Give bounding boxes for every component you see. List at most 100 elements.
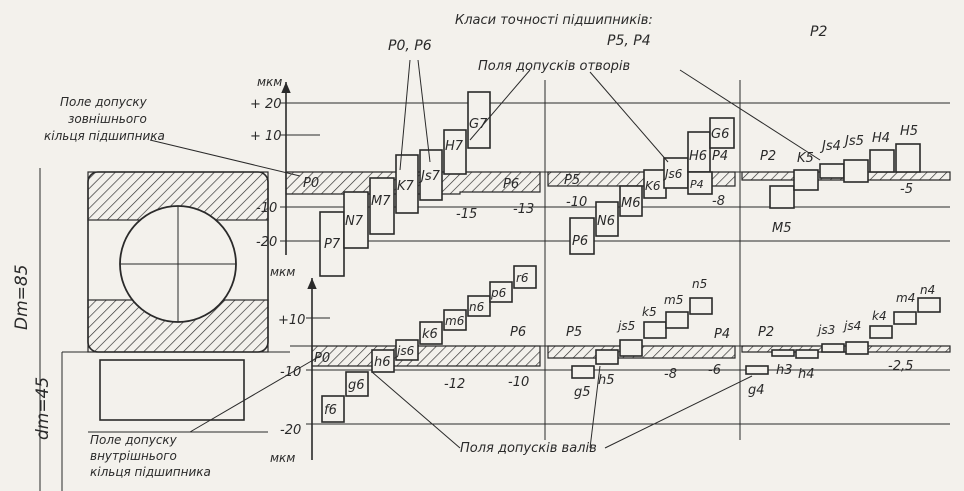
field-K5: [793, 169, 819, 191]
field-P6-label: P6: [572, 234, 588, 249]
inner-diameter-label: dm=45: [33, 377, 53, 440]
outer-ring-callout: Поле допуску зовнішнього кільця підшипни…: [44, 95, 301, 177]
field-g4: [745, 365, 769, 375]
field-Js6-label: Js6: [663, 167, 683, 181]
bearing-outline: [87, 171, 269, 353]
field-P6: [569, 217, 595, 255]
bore-fields: P7 N7 M7 K7 Js7 H7 G7 P6 N6 M6 K6 Js6 H6…: [319, 91, 921, 277]
inner-ring-callout: Поле допуску внутрішнього кільця підшипн…: [90, 355, 321, 479]
shaft-fields: f6 g6 h6 js6 k6 m6 n6 p6 r6 g5 h5 js5 k5…: [321, 265, 941, 423]
field-js3: [821, 343, 845, 353]
field-M7: [369, 177, 395, 235]
field-g6: [345, 371, 369, 397]
upper-dev-5: -5: [900, 182, 913, 197]
field-h6-label: h6: [374, 355, 391, 370]
lower-dev-6: -6: [708, 363, 721, 378]
field-n6-label: n6: [469, 300, 485, 314]
field-K7-label: K7: [397, 179, 415, 194]
lower-ring-p4: P4: [714, 327, 730, 342]
field-Js5: [843, 159, 869, 183]
field-N6-label: N6: [597, 214, 615, 229]
field-h5: [595, 349, 619, 365]
outer-diameter-label: Dm=85: [12, 264, 32, 330]
field-h3: [771, 349, 795, 357]
field-g5: [571, 365, 595, 379]
class-p0-p6: P0, P6: [388, 38, 432, 54]
field-M5: [769, 185, 795, 209]
outer-ring-callout-line3: кільця підшипника: [44, 129, 165, 143]
upper-dev-15: -15: [456, 207, 477, 222]
field-P4-label: P4: [690, 178, 704, 191]
lower-ring-p6: P6: [510, 325, 526, 340]
field-n5: [689, 297, 713, 315]
lower-tick-minus20: -20: [280, 423, 301, 438]
field-js3-label: js3: [816, 323, 835, 337]
field-js6: [395, 339, 419, 361]
field-r6-label: r6: [516, 271, 529, 285]
upper-dev-13: -13: [513, 202, 534, 217]
field-m5: [665, 311, 689, 329]
field-Js4: [819, 163, 845, 179]
upper-dev-8: -8: [712, 194, 725, 209]
lower-ring-p0: P0: [314, 351, 330, 366]
field-Js4-label: Js4: [819, 139, 841, 154]
upper-ring-p4: P4: [712, 149, 728, 164]
class-p2: P2: [810, 24, 827, 40]
outer-ring-callout-line1: Поле допуску: [60, 95, 148, 109]
shaft-fields-label: Поля допусків валів: [460, 441, 597, 456]
lower-dev-2-5: -2,5: [888, 359, 913, 374]
field-Js7-label: Js7: [418, 169, 441, 184]
upper-tick-plus20: + 20: [250, 97, 282, 112]
upper-tick-minus10: -10: [256, 201, 277, 216]
field-H7-label: H7: [445, 139, 464, 154]
field-m4: [893, 311, 917, 325]
field-h3-label: h3: [776, 363, 793, 378]
upper-tick-minus20: -20: [256, 235, 277, 250]
field-p6: [489, 281, 513, 303]
precision-classes-title: Класи точності підшипників:: [455, 13, 653, 28]
upper-ring-p6: P6: [503, 177, 519, 192]
field-g5-label: g5: [574, 385, 591, 400]
field-k6: [419, 321, 443, 345]
field-k6-label: k6: [422, 327, 438, 342]
field-n5-label: n5: [692, 277, 707, 291]
field-js4-label: js4: [842, 319, 861, 333]
field-f6-label: f6: [324, 403, 337, 418]
field-G6: [709, 117, 735, 149]
upper-ring-p5: P5: [564, 173, 580, 188]
lower-dev-8: -8: [664, 367, 677, 382]
outer-ring-callout-line2: зовнішнього: [68, 112, 147, 126]
class-leader-1: [399, 59, 411, 171]
field-n6: [467, 295, 491, 317]
field-m6-label: m6: [445, 314, 465, 328]
field-N7-label: N7: [345, 214, 364, 229]
field-M5-label: M5: [772, 221, 792, 236]
field-js5-label: js5: [616, 319, 635, 333]
lower-scale-unit-top: мкм: [270, 265, 295, 279]
field-g6-label: g6: [348, 378, 365, 393]
field-H6-label: H6: [689, 149, 707, 164]
lower-ring-band: P0 P6 P5 P4 P2 -12 -10 -8 -6 -2,5: [311, 325, 951, 392]
upper-dev-10: -10: [566, 195, 587, 210]
lower-tick-plus10: +10: [278, 313, 305, 328]
field-G7-label: G7: [469, 117, 488, 132]
lower-dev-12: -12: [444, 377, 465, 392]
field-js6-label: js6: [395, 344, 415, 358]
field-M6: [619, 185, 643, 217]
field-H7: [443, 129, 467, 175]
field-m4-label: m4: [896, 291, 915, 305]
field-N6: [595, 201, 619, 237]
field-k5-label: k5: [642, 305, 657, 319]
field-h4: [795, 349, 819, 359]
field-Js7: [419, 149, 443, 201]
field-P4: [687, 171, 713, 195]
upper-scale-unit: мкм: [257, 75, 282, 89]
field-K7: [395, 154, 419, 214]
bore-fields-label: Поля допусків отворів: [478, 59, 630, 74]
field-G7: [467, 91, 491, 149]
field-P7-label: P7: [324, 237, 341, 252]
lower-scale-unit-bottom: мкм: [270, 451, 295, 465]
field-g4-label: g4: [748, 383, 765, 398]
upper-ring-p2: P2: [760, 149, 776, 164]
